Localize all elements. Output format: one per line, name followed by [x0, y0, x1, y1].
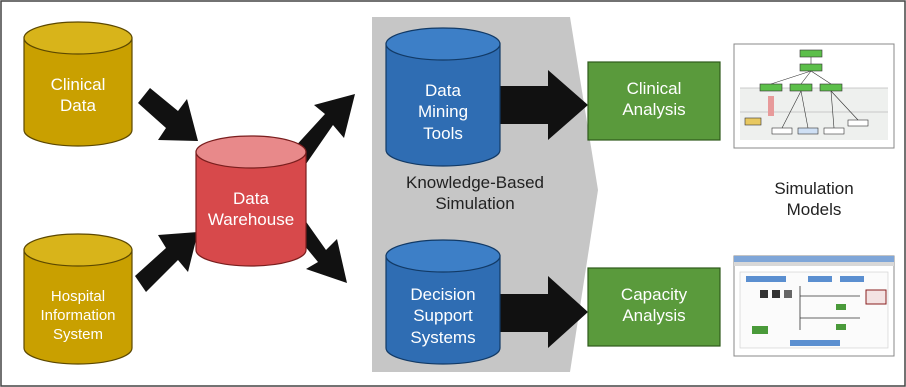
dss-cylinder: [385, 239, 501, 365]
clinical-data-cylinder: [23, 21, 133, 147]
clinical-analysis-label: Clinical Analysis: [588, 78, 720, 121]
clinical-analysis-line1: Clinical: [626, 79, 682, 98]
data-mining-line2: Mining: [417, 102, 469, 122]
dss-line1: Decision: [410, 285, 476, 304]
capacity-analysis-box: [587, 267, 721, 347]
kbs-line2: Simulation: [435, 194, 515, 214]
dss-line2: Support: [413, 306, 473, 326]
arrow-mining-to-clinical: [500, 70, 588, 140]
data-mining-label: Data Mining Tools: [386, 80, 500, 144]
clinical-data-line2: Data: [60, 96, 96, 116]
dss-line3: Systems: [410, 327, 476, 347]
his-cylinder: [23, 233, 133, 365]
data-warehouse-line2: Warehouse: [207, 210, 295, 230]
simulation-model-thumbnail-1: [733, 43, 895, 149]
clinical-analysis-line2: Analysis: [622, 100, 686, 120]
capacity-analysis-label: Capacity Analysis: [588, 284, 720, 327]
data-warehouse-label: Data Warehouse: [196, 188, 306, 231]
clinical-analysis-box: [587, 61, 721, 141]
data-warehouse-cylinder: [195, 135, 307, 267]
his-line1: Hospital: [50, 288, 106, 305]
clinical-data-label: Clinical Data: [24, 74, 132, 117]
his-line3: System: [52, 325, 103, 343]
data-warehouse-line1: Data: [233, 189, 269, 208]
arrow-his-to-warehouse: [135, 232, 198, 292]
arrow-clinical-to-warehouse: [138, 88, 198, 141]
arrows: [135, 70, 588, 348]
capacity-analysis-line1: Capacity: [620, 285, 688, 304]
his-label: Hospital Information System: [24, 288, 132, 344]
models-line1: Simulation: [774, 179, 854, 198]
knowledge-based-simulation-label: Knowledge-Based Simulation: [380, 172, 570, 215]
data-mining-cylinder: [385, 27, 501, 167]
arrow-warehouse-to-mining: [292, 94, 355, 164]
simulation-model-thumbnail-2: [733, 255, 895, 357]
his-line2: Information: [40, 306, 116, 324]
arrow-dss-to-capacity: [500, 276, 588, 348]
clinical-data-line1: Clinical: [50, 75, 106, 94]
capacity-analysis-line2: Analysis: [622, 306, 686, 326]
data-mining-line1: Data: [425, 81, 461, 100]
dss-label: Decision Support Systems: [386, 284, 500, 348]
data-mining-line3: Tools: [423, 123, 463, 143]
kbs-line1: Knowledge-Based: [406, 173, 544, 192]
simulation-models-label: Simulation Models: [744, 178, 884, 221]
models-line2: Models: [786, 200, 842, 220]
